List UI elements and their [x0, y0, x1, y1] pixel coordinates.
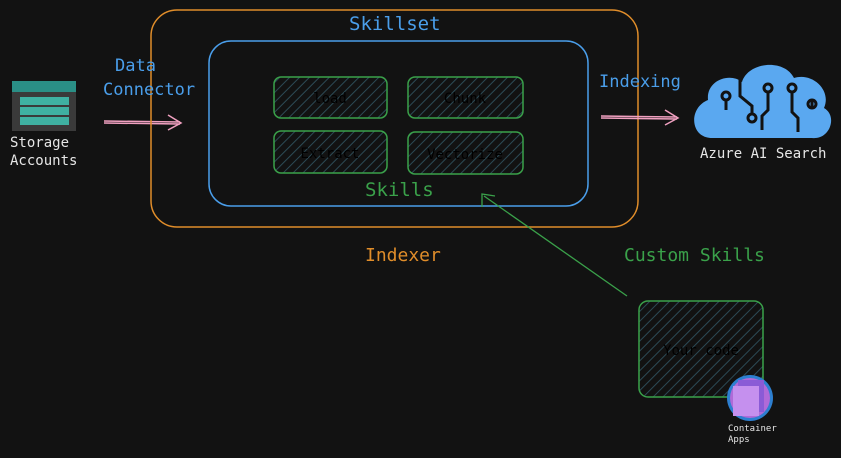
data-connector-arrow: [103, 114, 183, 131]
skills-title: Skills: [365, 179, 434, 201]
container-apps-line1: Container: [728, 424, 777, 434]
your-code-label: Your code: [663, 343, 739, 359]
data-connector-line1: Data: [115, 56, 156, 76]
container-apps-label: Container Apps: [728, 424, 777, 446]
data-connector-label: Data Connector: [103, 54, 195, 102]
skill-label-vectorize: Vectorize: [427, 147, 503, 163]
skill-label-chunk: Chunk: [444, 91, 487, 107]
azure-ai-search-cloud-icon: [694, 64, 832, 139]
storage-label-line1: Storage: [10, 135, 70, 151]
custom-skills-label: Custom Skills: [624, 245, 765, 266]
skill-box-extract: Extract: [273, 130, 388, 174]
skillset-title: Skillset: [349, 13, 441, 35]
indexing-label: Indexing: [599, 72, 681, 92]
custom-skills-arrow: [481, 193, 628, 297]
skillset-box: [208, 40, 589, 207]
storage-accounts-label: Storage Accounts: [10, 134, 77, 170]
container-apps-line2: Apps: [728, 435, 750, 445]
container-apps-icon: [727, 375, 773, 421]
skill-box-vectorize: Vectorize: [407, 131, 524, 175]
skill-box-chunk: Chunk: [407, 76, 524, 119]
storage-accounts-icon: [12, 81, 76, 131]
your-code-box: [638, 300, 764, 398]
indexing-arrow: [600, 109, 680, 126]
skill-box-load: load: [273, 76, 388, 119]
indexer-title: Indexer: [365, 245, 441, 266]
skill-label-extract: Extract: [300, 146, 359, 162]
data-connector-line2: Connector: [103, 80, 196, 100]
azure-ai-search-label: Azure AI Search: [700, 146, 827, 162]
skill-label-load: load: [313, 91, 347, 107]
storage-label-line2: Accounts: [10, 153, 78, 169]
